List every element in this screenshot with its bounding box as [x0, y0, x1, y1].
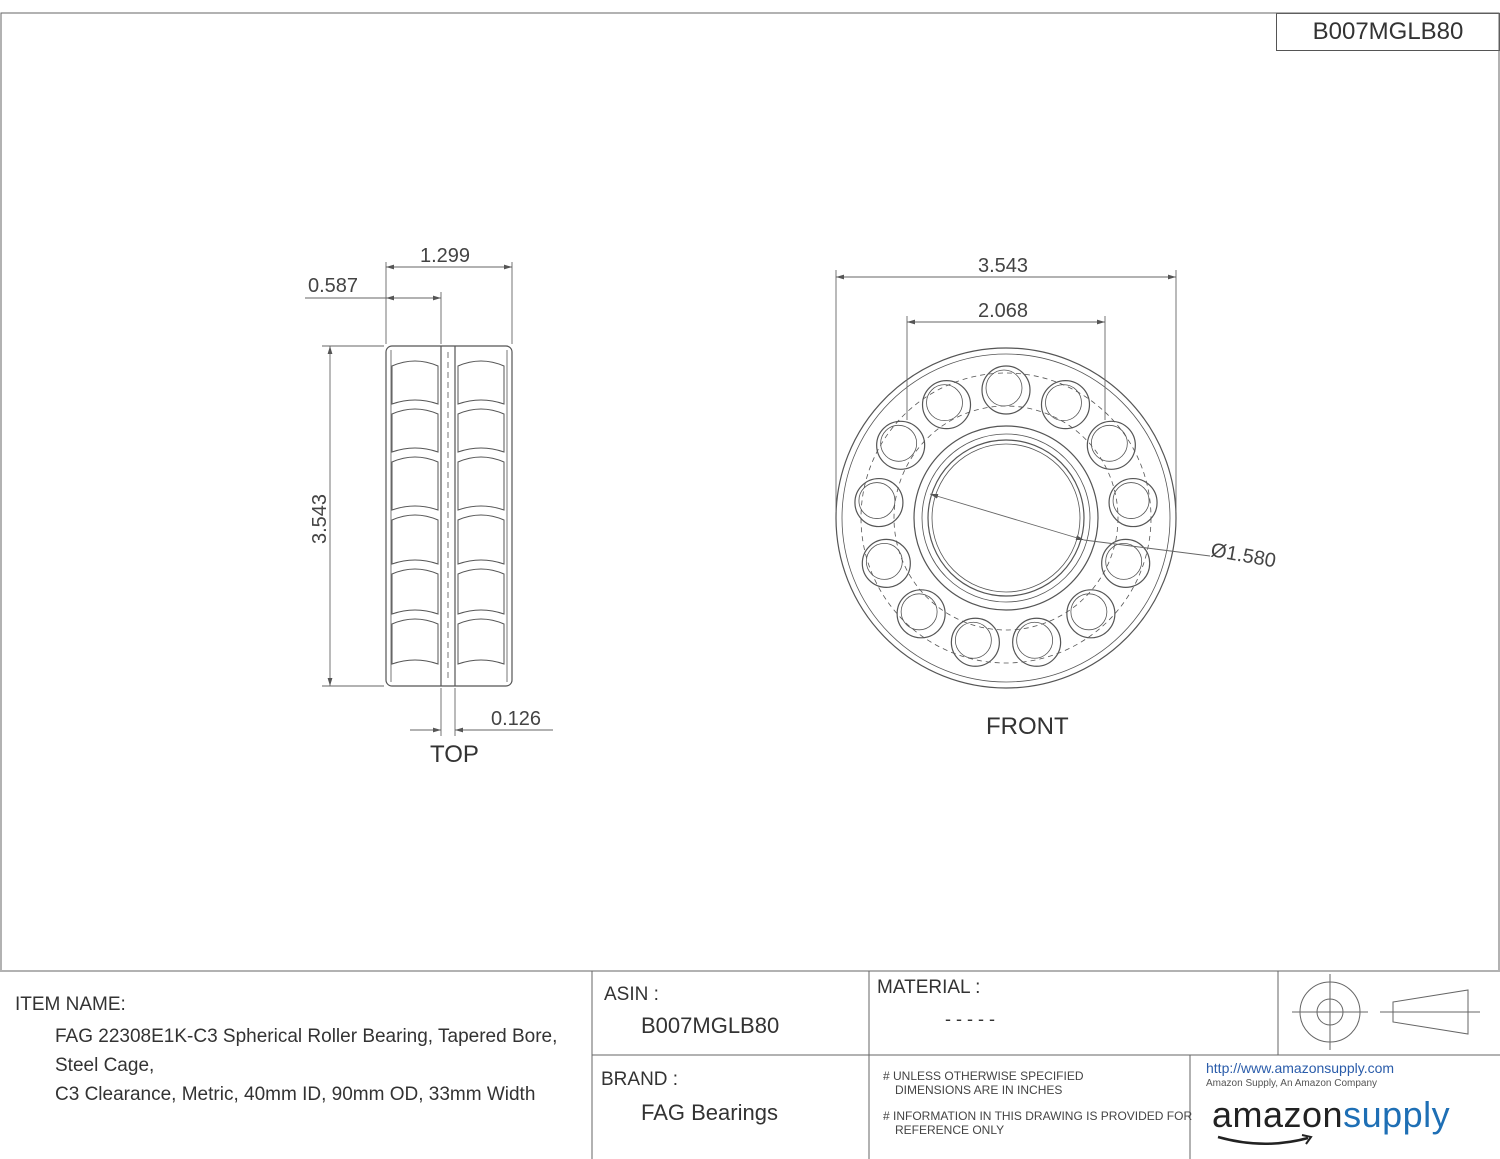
- part-number: B007MGLB80: [1312, 18, 1464, 45]
- outer-ring-outline: [835, 347, 1177, 689]
- note-reference-line-1: # INFORMATION IN THIS DRAWING IS PROVIDE…: [883, 1109, 1193, 1123]
- front-roller: [861, 538, 911, 588]
- front-roller: [1066, 589, 1116, 639]
- amazon-supply-link[interactable]: http://www.amazonsupply.com: [1206, 1060, 1395, 1076]
- front-roller-inner: [858, 482, 896, 519]
- front-view-dimensions: [835, 270, 1211, 557]
- front-roller-inner: [1070, 593, 1108, 631]
- front-roller-inner: [954, 621, 992, 659]
- technical-drawing: 1.299 0.587 3.543 0.126 TOP: [0, 12, 1500, 970]
- dim-top-gap: 0.126: [491, 708, 541, 730]
- item-name-line-2: C3 Clearance, Metric, 40mm ID, 90mm OD, …: [55, 1084, 536, 1105]
- note-reference: # INFORMATION IN THIS DRAWING IS PROVIDE…: [883, 1109, 1192, 1137]
- note-reference-line-2: REFERENCE ONLY: [895, 1123, 1005, 1137]
- brand-label: BRAND :: [601, 1069, 679, 1090]
- dim-front-pitch: 2.068: [978, 300, 1028, 322]
- note-units: # UNLESS OTHERWISE SPECIFIED DIMENSIONS …: [883, 1069, 1084, 1097]
- company-tagline: Amazon Supply, An Amazon Company: [1206, 1078, 1378, 1089]
- title-block-grid: [0, 970, 1500, 1159]
- front-roller-inner: [1090, 424, 1128, 462]
- front-rollers: [854, 365, 1158, 667]
- title-block: ITEM NAME: FAG 22308E1K-C3 Spherical Rol…: [0, 970, 1500, 1159]
- projection-symbol: [1292, 974, 1480, 1050]
- front-roller: [1012, 617, 1062, 667]
- front-roller: [1101, 538, 1151, 588]
- front-roller-inner: [1112, 482, 1150, 519]
- note-units-line-2: DIMENSIONS ARE IN INCHES: [895, 1083, 1063, 1097]
- brand-value: FAG Bearings: [641, 1100, 778, 1125]
- front-roller: [896, 589, 946, 639]
- top-view-dimensions: [305, 262, 553, 736]
- front-roller: [1108, 477, 1158, 528]
- dim-front-od: 3.543: [978, 255, 1028, 277]
- dim-top-height: 3.543: [309, 494, 331, 544]
- front-roller-inner: [900, 593, 938, 631]
- front-roller-inner: [1105, 542, 1143, 580]
- material-label: MATERIAL :: [877, 977, 981, 998]
- front-roller: [1086, 420, 1136, 470]
- front-roller: [981, 365, 1031, 415]
- roller-rows: [391, 360, 505, 665]
- view-label-front: FRONT: [986, 713, 1069, 740]
- front-roller: [1040, 380, 1091, 430]
- top-view: [385, 345, 513, 687]
- front-roller: [921, 380, 972, 430]
- front-roller-inner: [1016, 621, 1054, 659]
- asin-value: B007MGLB80: [641, 1013, 780, 1038]
- front-view: [835, 347, 1177, 689]
- logo-amazon-text: amazon: [1212, 1094, 1344, 1135]
- asin-label: ASIN :: [604, 984, 659, 1005]
- front-roller-inner: [880, 424, 918, 462]
- item-name-line-1: FAG 22308E1K-C3 Spherical Roller Bearing…: [55, 1026, 558, 1076]
- note-units-line-1: # UNLESS OTHERWISE SPECIFIED: [883, 1069, 1084, 1083]
- front-roller: [876, 420, 926, 470]
- item-name-label: ITEM NAME:: [15, 994, 126, 1015]
- material-value: - - - - -: [945, 1009, 995, 1029]
- front-roller-inner: [926, 384, 963, 422]
- amazon-supply-logo: amazonsupply: [1212, 1094, 1451, 1145]
- front-roller: [950, 617, 1000, 667]
- item-name-description: FAG 22308E1K-C3 Spherical Roller Bearing…: [55, 1022, 575, 1109]
- sheet-border: [0, 12, 1500, 970]
- front-roller-inner: [865, 542, 903, 580]
- dim-top-half: 0.587: [308, 275, 358, 297]
- dim-top-width: 1.299: [420, 245, 470, 267]
- logo-smile-icon: [1217, 1134, 1313, 1145]
- view-label-top: TOP: [430, 741, 479, 768]
- dim-front-bore: Ø1.580: [1209, 539, 1277, 572]
- front-roller-inner: [1045, 384, 1082, 422]
- front-roller-inner: [985, 369, 1023, 407]
- front-roller: [854, 477, 904, 528]
- inner-ring-outline: [913, 425, 1099, 611]
- bore-outline: [927, 439, 1085, 597]
- logo-supply-text: supply: [1343, 1094, 1451, 1135]
- top-view-outline: [385, 345, 513, 687]
